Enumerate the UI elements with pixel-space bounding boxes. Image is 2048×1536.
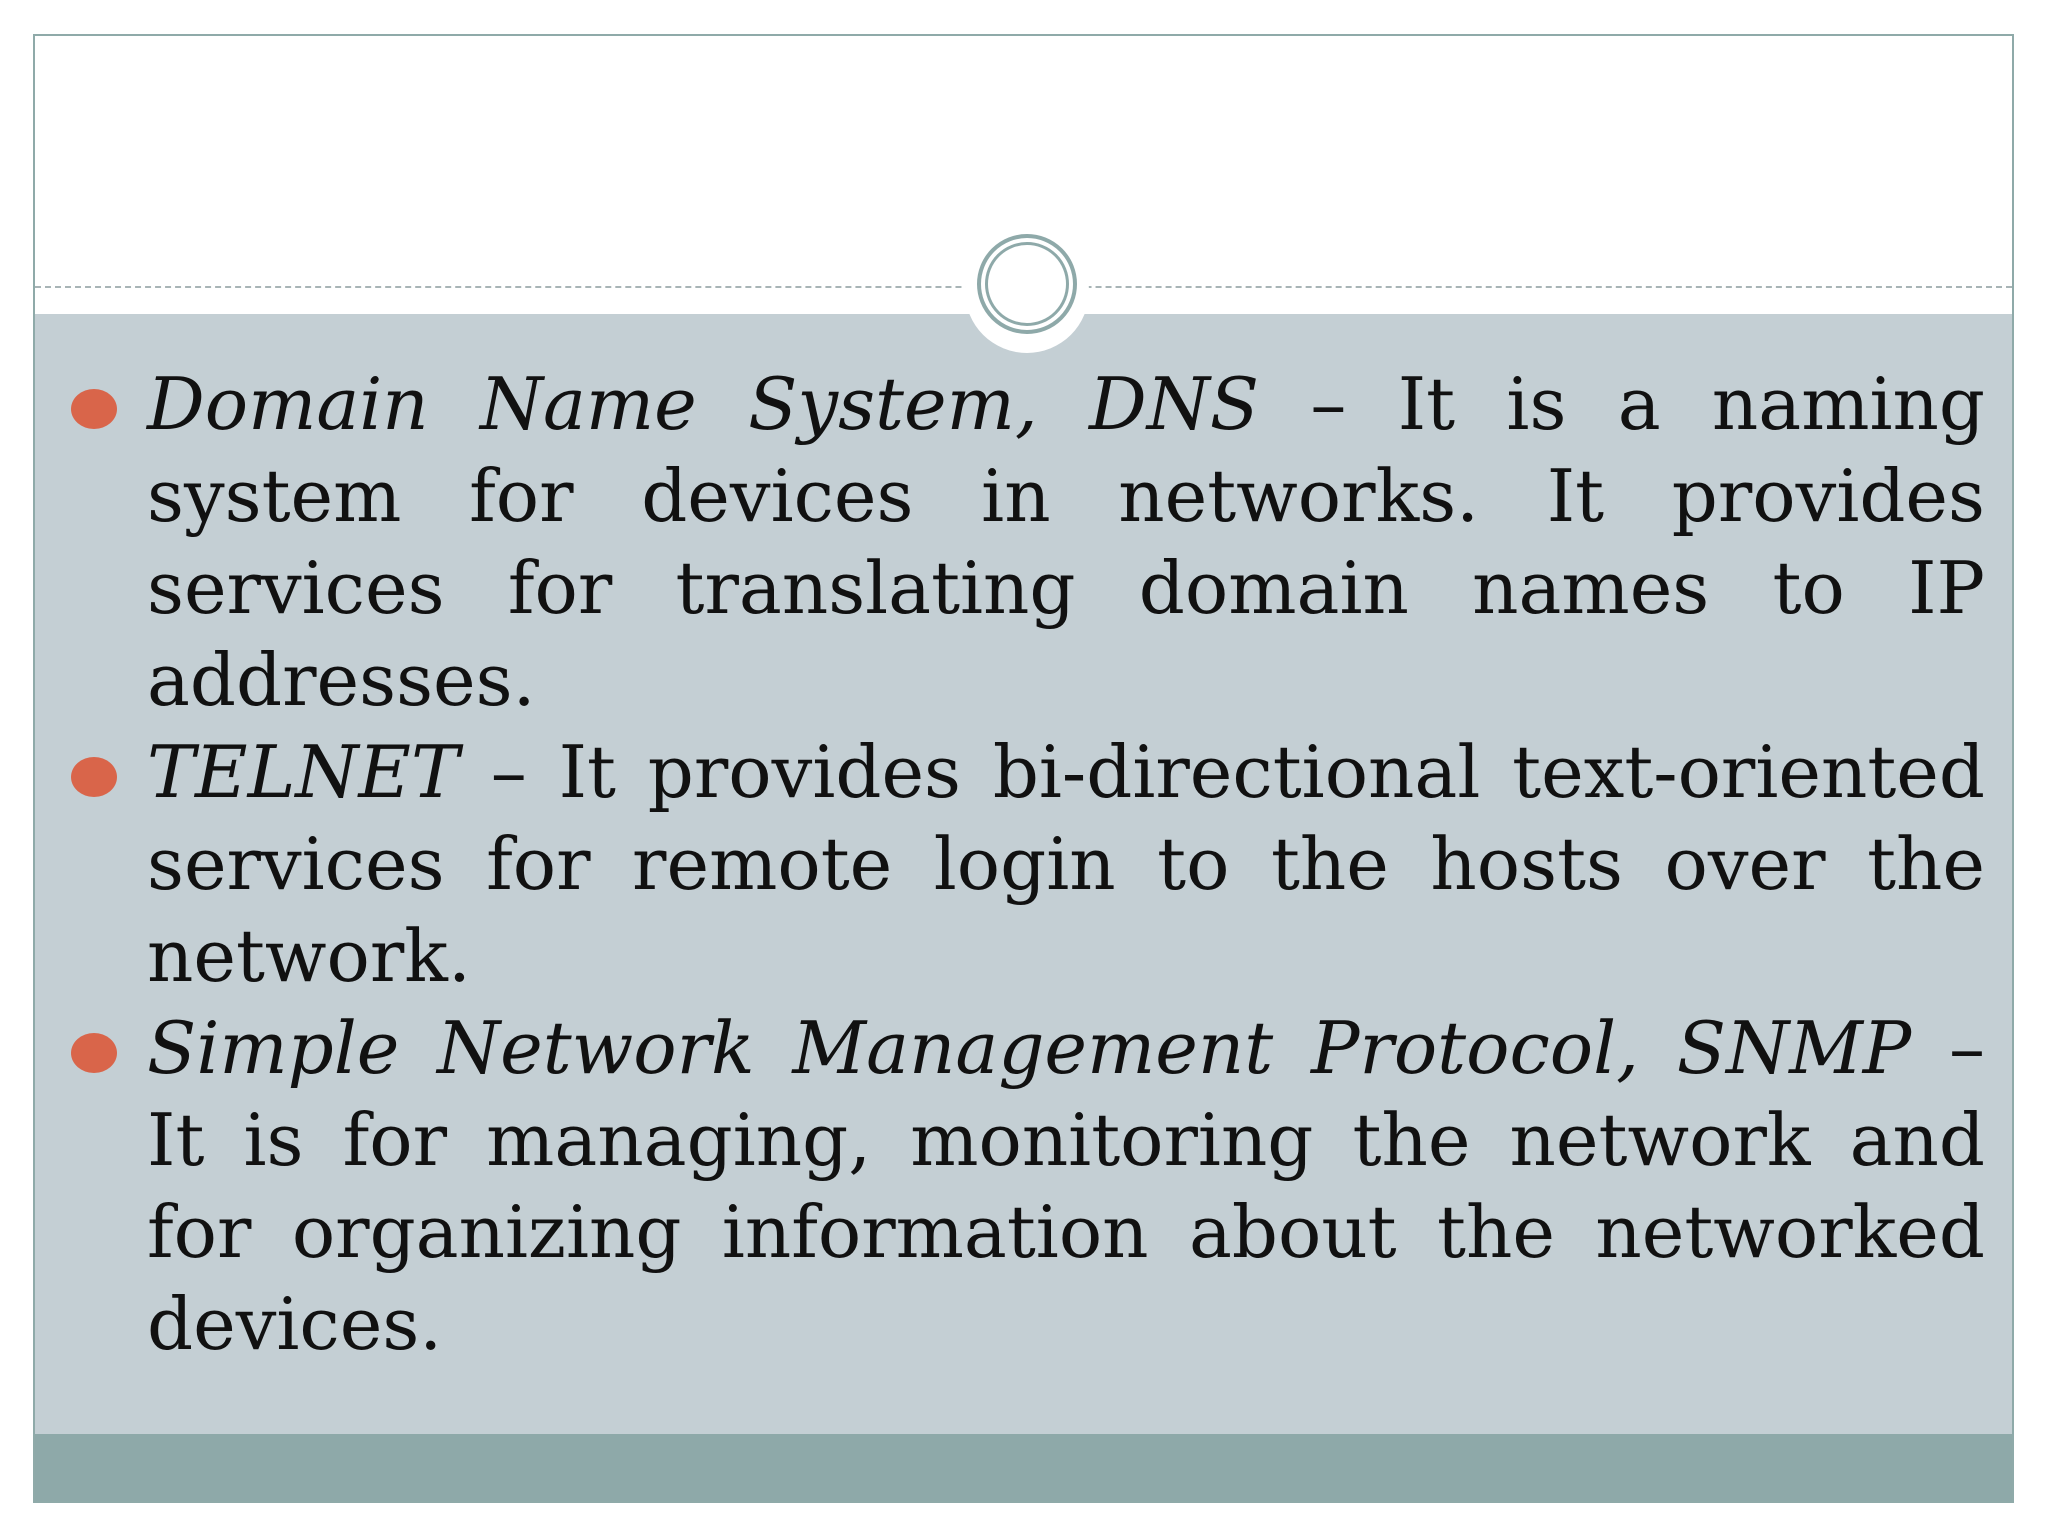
bullet-term: Domain Name System, DNS [147, 362, 1260, 446]
bullet-dot-icon [71, 1033, 117, 1073]
slide: Domain Name System, DNS – It is a naming… [33, 34, 2014, 1503]
bullet-dot-icon [71, 389, 117, 429]
bullet-list: Domain Name System, DNS – It is a naming… [71, 358, 1985, 1370]
bullet-term: TELNET [147, 730, 459, 814]
bullet-text: – It is a naming system for devices in n… [147, 362, 1985, 722]
circle-ornament-inner-ring [985, 242, 1069, 326]
bullet-item-dns: Domain Name System, DNS – It is a naming… [71, 358, 1985, 726]
bullet-item-snmp: Simple Network Management Protocol, SNMP… [71, 1002, 1985, 1370]
bullet-text: – It provides bi-directional text-orient… [147, 730, 1985, 998]
footer-band [35, 1434, 2012, 1501]
slide-body [35, 314, 2012, 1434]
bullet-dot-icon [71, 757, 117, 797]
bullet-text: – It is for managing, monitoring the net… [147, 1006, 1985, 1366]
bullet-item-telnet: TELNET – It provides bi-directional text… [71, 726, 1985, 1002]
bullet-term: Simple Network Management Protocol, SNMP [147, 1006, 1912, 1090]
